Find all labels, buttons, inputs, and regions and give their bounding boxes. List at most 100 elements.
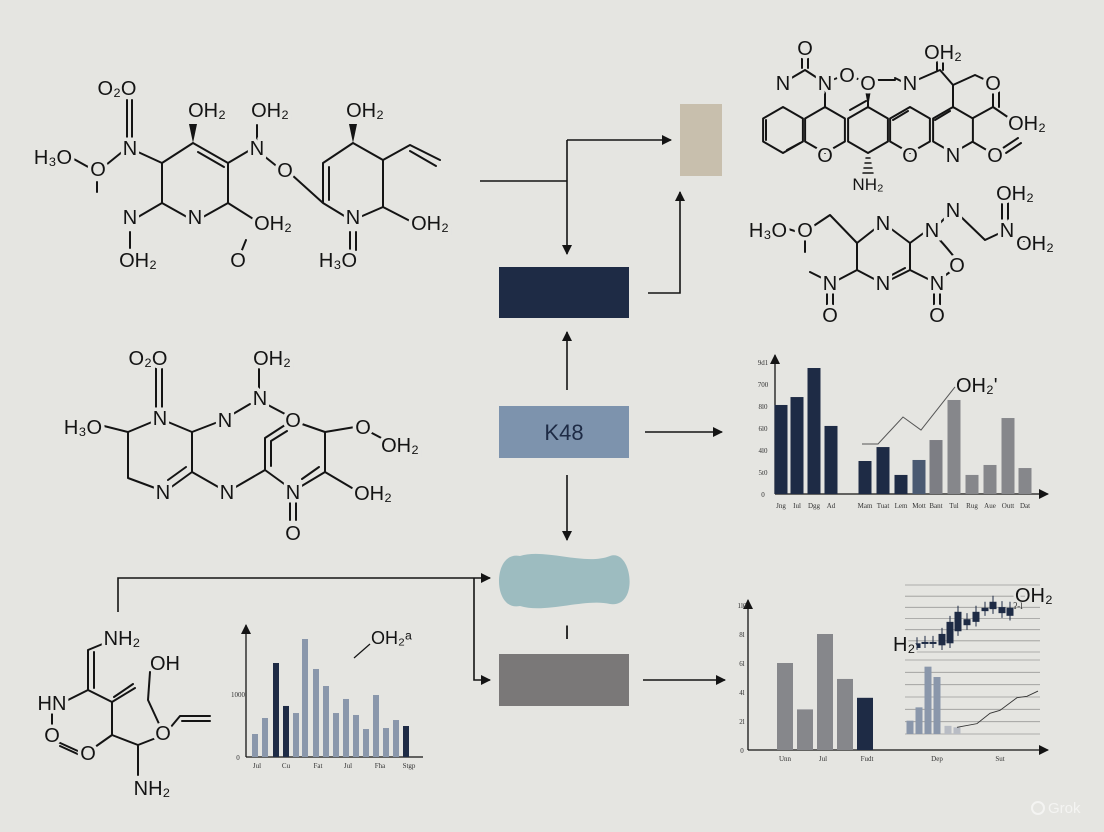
atom-label: O₂O [129, 348, 168, 370]
atom-label: NH₂ [104, 628, 141, 650]
bar [876, 447, 890, 494]
x-tick-label: Tuat [877, 502, 890, 510]
atom-label: N [903, 73, 917, 95]
atom-label: OH₂ [381, 435, 419, 457]
watermark-text: Grok [1048, 800, 1081, 817]
grok-watermark: Grok [1031, 800, 1081, 817]
y-tick-label: 6l [739, 660, 745, 668]
atom-label: N [123, 138, 137, 160]
atom-label: O [817, 145, 833, 167]
atom-label: H₃O [34, 147, 72, 169]
atom-label: O [230, 250, 246, 272]
x-tick-label: Mott [912, 502, 926, 510]
bar [393, 720, 399, 757]
x-tick-label: Aue [984, 502, 996, 510]
bar [302, 639, 308, 757]
x-tick-label: Jng [776, 502, 786, 510]
atom-label: O [797, 220, 813, 242]
atom-label: O [285, 523, 301, 545]
atom-label: N [876, 273, 890, 295]
molecule-bottom-left: NH₂ OH HN O O O NH₂ [34, 625, 211, 804]
atom-label: O [860, 73, 876, 95]
candle-body [929, 641, 937, 644]
line-series [862, 386, 956, 445]
x-tick-label: Jul [344, 762, 352, 770]
atom-label: OH₂ [251, 100, 289, 122]
candle-body [954, 611, 962, 632]
atom-label: N [876, 213, 890, 235]
y-tick-label: 6l0 [759, 425, 768, 433]
candle-body [921, 641, 929, 644]
bar [807, 368, 821, 494]
atom-label: O [44, 725, 60, 747]
bar [373, 695, 379, 757]
atom-label: NH₂ [134, 778, 171, 800]
atom-label: N [823, 273, 837, 295]
x-tick-label: Dep [931, 755, 943, 763]
y-tick-label: 8l0 [759, 403, 768, 411]
y-tick-label: 9d1 [758, 359, 769, 367]
inset-bar [944, 725, 952, 734]
atom-label: N [286, 482, 300, 504]
atom-label: OH₂ [253, 348, 291, 370]
atom-label: O [355, 417, 371, 439]
atom-label: N [346, 207, 360, 229]
candle-body [946, 621, 954, 644]
atom-label: OH₂ [996, 183, 1034, 205]
inset-label: OH₂ [1015, 585, 1053, 607]
teal-pill-shape[interactable] [499, 553, 630, 609]
inset-bar [924, 666, 932, 734]
atom-label: O [797, 38, 813, 60]
separator-mark: I [564, 623, 569, 644]
atom-label: N [253, 388, 267, 410]
atom-label: OH₂ [924, 42, 962, 64]
bar [283, 705, 289, 757]
atom-label: H₃O [749, 220, 787, 242]
atom-label: O [277, 160, 293, 182]
inset-bar [933, 677, 941, 734]
atom-label: O [987, 145, 1003, 167]
x-tick-label: Jul [253, 762, 261, 770]
atom-label: OH₂ [1008, 113, 1046, 135]
y-tick-label: 0 [740, 747, 744, 755]
candle-body [998, 607, 1006, 614]
x-tick-label: Ad [827, 502, 836, 510]
bar [774, 404, 788, 494]
x-tick-label: Fha [375, 762, 386, 770]
inset-label: H₂ [893, 634, 915, 656]
atom-label: O [822, 305, 838, 327]
atom-label: NH₂ [852, 175, 883, 194]
grok-logo-icon [1031, 801, 1045, 815]
candle-body [913, 643, 921, 648]
atom-label: O [155, 723, 171, 745]
atom-label: N [1000, 220, 1014, 242]
y-tick-label: 0 [236, 754, 240, 762]
bar [252, 734, 258, 757]
atom-label: O [90, 159, 106, 181]
bar [383, 728, 389, 757]
arrow-up-to-tan [648, 191, 685, 294]
chart-annotation: OH₂' [956, 375, 998, 397]
gray-box[interactable] [499, 654, 629, 706]
candle-body [981, 607, 989, 612]
inset-label: ʔ-l [1013, 601, 1023, 611]
bar [313, 668, 319, 757]
atom-label: O₂O [98, 78, 137, 100]
bar [273, 663, 279, 757]
atom-label: N [930, 273, 944, 295]
atom-label: O [80, 743, 96, 765]
inset-bar [953, 727, 961, 734]
atom-label: O [902, 145, 918, 167]
k48-box[interactable]: K48 [499, 406, 629, 458]
candle-body [972, 611, 980, 622]
y-tick-label: 4l [739, 689, 745, 697]
tan-box[interactable] [680, 104, 722, 176]
atom-label: N [156, 482, 170, 504]
inset-bar [906, 720, 914, 734]
navy-box[interactable] [499, 267, 629, 318]
atom-label: N [188, 207, 202, 229]
x-tick-label: Tul [949, 502, 959, 510]
bar [817, 634, 833, 750]
atom-label: OH₂ [1016, 233, 1054, 255]
